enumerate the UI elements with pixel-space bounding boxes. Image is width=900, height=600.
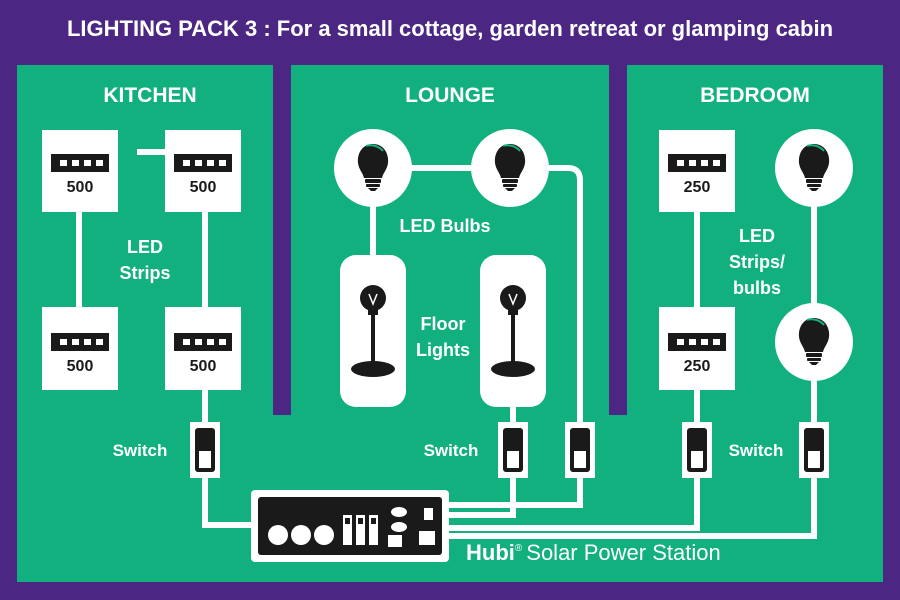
page-title: LIGHTING PACK 3 : For a small cottage, g… xyxy=(66,16,834,41)
bedroom-strip-2: 250 xyxy=(659,307,735,390)
bedroom-strip-1: 250 xyxy=(659,130,735,212)
bedroom-bulb-1 xyxy=(775,129,853,207)
kitchen-switch-label: Switch xyxy=(113,441,168,460)
rocker-switch-icon xyxy=(565,422,595,478)
lounge-title: LOUNGE xyxy=(405,84,495,107)
bedroom-switch-label: Switch xyxy=(729,441,784,460)
strip-wattage: 500 xyxy=(67,358,94,375)
bedroom-bulb-2 xyxy=(775,303,853,381)
lounge-panel xyxy=(291,65,609,415)
strip-wattage: 250 xyxy=(684,179,711,196)
led-strip-icon xyxy=(174,333,232,351)
kitchen-strip-4: 500 xyxy=(165,307,241,390)
kitchen-label-line1: LED xyxy=(127,237,163,257)
led-strip-icon xyxy=(174,154,232,172)
bedroom-title: BEDROOM xyxy=(700,84,810,107)
kitchen-strip-3: 500 xyxy=(42,307,118,390)
station-trademark: ® xyxy=(515,543,523,554)
bedroom-label-line3: bulbs xyxy=(733,278,781,298)
rocker-switch-icon xyxy=(799,422,829,478)
kitchen-label-line2: Strips xyxy=(119,263,170,283)
floor-label-line1: Floor xyxy=(421,314,466,334)
lounge-floor-light-1 xyxy=(340,255,406,407)
rocker-switch-icon xyxy=(682,422,712,478)
strip-wattage: 500 xyxy=(190,179,217,196)
bedroom-label-line2: Strips/ xyxy=(729,252,785,272)
kitchen-strip-2: 500 xyxy=(165,130,241,212)
lounge-bulb-1 xyxy=(334,129,412,207)
kitchen-strip-1: 500 xyxy=(42,130,118,212)
power-station-icon xyxy=(251,490,449,562)
led-strip-icon xyxy=(51,154,109,172)
led-strip-icon xyxy=(51,333,109,351)
strip-wattage: 500 xyxy=(190,358,217,375)
lounge-bulbs-label: LED Bulbs xyxy=(399,216,490,236)
rocker-switch-icon xyxy=(498,422,528,478)
led-strip-icon xyxy=(668,333,726,351)
station-label: Hubi®Solar Power Station xyxy=(466,540,721,565)
station-name: Solar Power Station xyxy=(526,540,720,565)
lounge-floor-light-2 xyxy=(480,255,546,407)
kitchen-title: KITCHEN xyxy=(103,84,196,107)
lounge-switch-label: Switch xyxy=(424,441,479,460)
rocker-switch-icon xyxy=(190,422,220,478)
floor-label-line2: Lights xyxy=(416,340,470,360)
wiring xyxy=(76,149,817,539)
strip-wattage: 500 xyxy=(67,179,94,196)
led-strip-icon xyxy=(668,154,726,172)
strip-wattage: 250 xyxy=(684,358,711,375)
lounge-bulb-2 xyxy=(471,129,549,207)
station-brand: Hubi xyxy=(466,540,515,565)
bedroom-label-line1: LED xyxy=(739,226,775,246)
